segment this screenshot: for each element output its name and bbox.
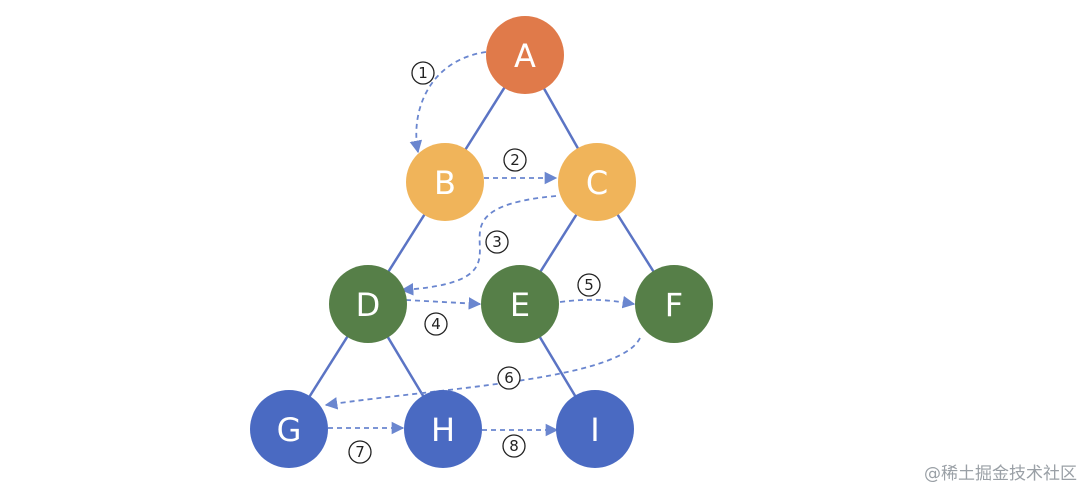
- node-e: E: [481, 265, 559, 343]
- node-f-label: F: [665, 286, 683, 324]
- node-i: I: [556, 390, 634, 468]
- step-number-7: 7: [355, 443, 365, 461]
- step-number-3: 3: [492, 233, 502, 251]
- node-f: F: [635, 265, 713, 343]
- node-b: B: [406, 143, 484, 221]
- step-number-1: 1: [418, 64, 428, 82]
- step-badge-8: 8: [502, 434, 526, 458]
- step-badge-7: 7: [348, 440, 372, 464]
- node-g: G: [250, 390, 328, 468]
- step-number-4: 4: [431, 315, 441, 333]
- step-badge-3: 3: [485, 230, 509, 254]
- step-badges: 1 2 3 4 5 6 7 8: [348, 61, 601, 464]
- node-d-label: D: [356, 286, 381, 324]
- step-badge-1: 1: [411, 61, 435, 85]
- step-arrow-5: [559, 295, 636, 309]
- tree-edges: [287, 54, 676, 430]
- step-number-2: 2: [510, 151, 520, 169]
- tree-nodes: A B C D E F G H: [250, 16, 713, 468]
- node-i-label: I: [590, 411, 599, 449]
- watermark: @稀土掘金技术社区: [924, 464, 1077, 484]
- step-badge-2: 2: [503, 148, 527, 172]
- node-h-label: H: [431, 411, 455, 449]
- node-g-label: G: [277, 411, 302, 449]
- step-number-6: 6: [504, 369, 514, 387]
- traversal-arrows: [324, 51, 641, 437]
- step-arrow-4: [405, 297, 482, 310]
- step-number-8: 8: [509, 437, 519, 455]
- node-b-label: B: [434, 164, 456, 202]
- step-arrow-1: [409, 51, 487, 154]
- node-a: A: [486, 16, 564, 94]
- step-arrow-6: [324, 337, 641, 410]
- step-arrow-3: [400, 195, 557, 296]
- step-badge-5: 5: [577, 273, 601, 297]
- node-c: C: [558, 143, 636, 221]
- node-a-label: A: [514, 37, 536, 75]
- step-number-5: 5: [584, 276, 594, 294]
- node-h: H: [404, 390, 482, 468]
- step-badge-4: 4: [424, 312, 448, 336]
- step-badge-6: 6: [497, 366, 521, 390]
- node-e-label: E: [510, 286, 530, 324]
- node-d: D: [329, 265, 407, 343]
- node-c-label: C: [586, 164, 608, 202]
